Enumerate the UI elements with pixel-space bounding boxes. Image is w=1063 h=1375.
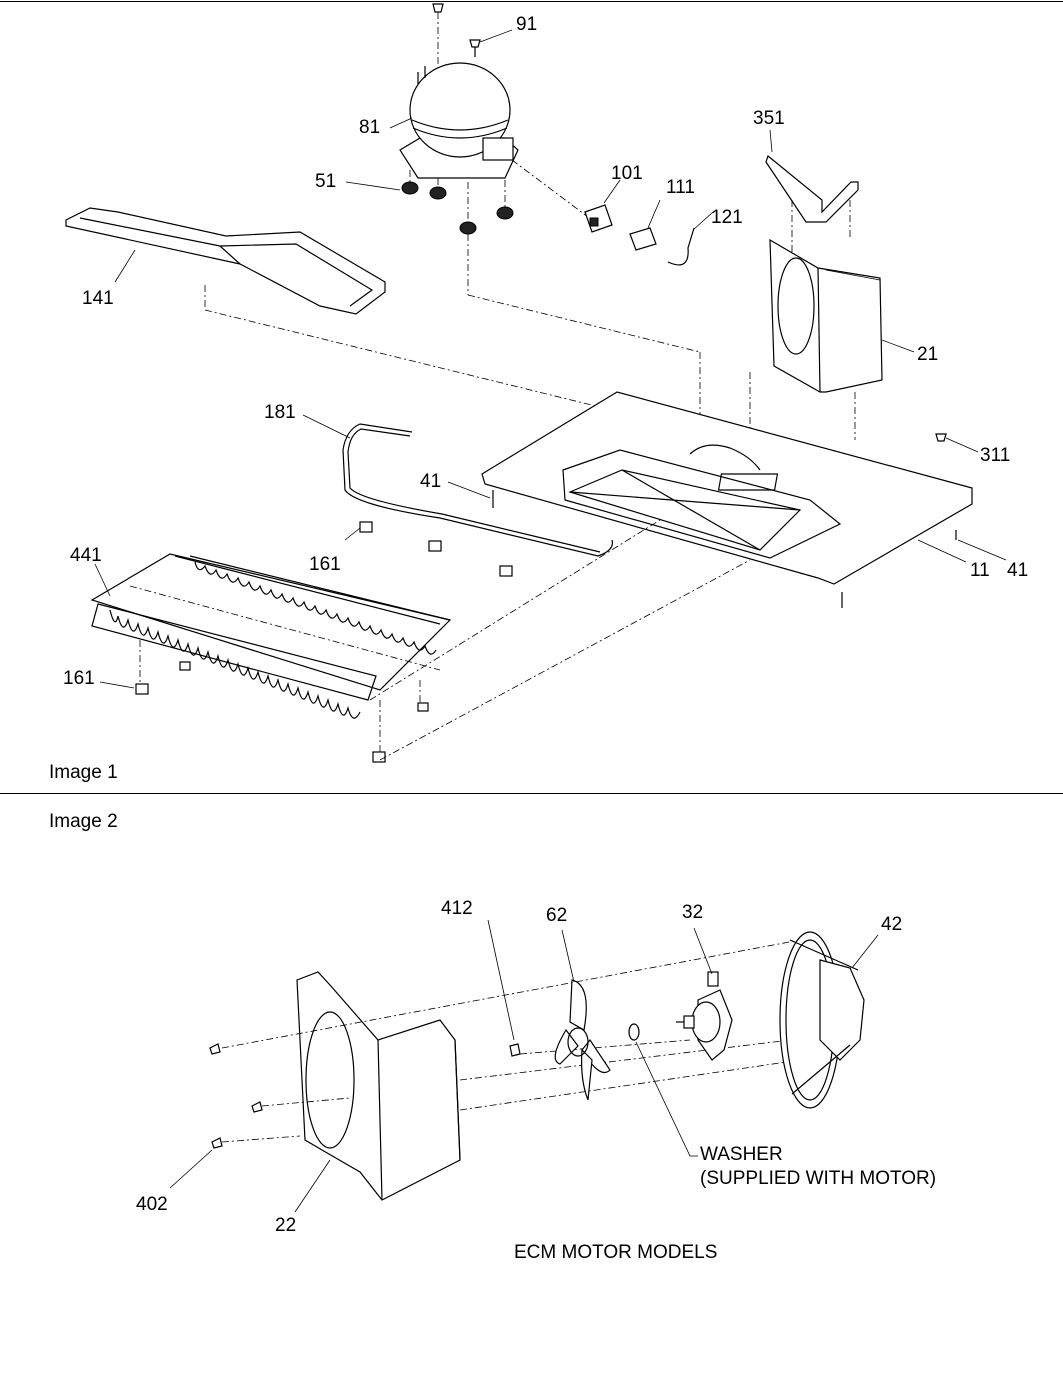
fan-shroud-21-part <box>769 238 883 393</box>
callout-21: 21 <box>917 344 939 365</box>
callout-121: 121 <box>711 207 743 228</box>
washer-note: WASHER (SUPPLIED WITH MOTOR) <box>700 1144 937 1189</box>
callout-41-top: 41 <box>420 471 442 492</box>
callout-181: 181 <box>264 402 296 423</box>
compressor-81-part <box>399 62 519 179</box>
image2-drawing <box>169 919 879 1213</box>
callout-41-right: 41 <box>1007 560 1029 581</box>
image1-drawing <box>65 3 1007 763</box>
ecm-motor-models-caption: ECM MOTOR MODELS <box>514 1242 718 1263</box>
top-border <box>0 1 1063 2</box>
callout-412: 412 <box>441 898 473 919</box>
callout-22: 22 <box>275 1215 297 1236</box>
fan-blade-62-part <box>554 979 611 1101</box>
callout-91: 91 <box>516 14 538 35</box>
grommets-51-part <box>401 181 514 235</box>
callout-161-top: 161 <box>309 554 341 575</box>
screw-91-part <box>469 39 481 57</box>
drain-pan-141-part <box>65 207 386 315</box>
callout-402: 402 <box>136 1194 168 1215</box>
callout-11: 11 <box>970 560 990 581</box>
clip-121-part <box>667 227 695 266</box>
callout-111: 111 <box>666 177 695 198</box>
condenser-441-part <box>90 553 452 719</box>
clips-161-part <box>135 521 513 763</box>
base-plate-11-part <box>481 391 973 585</box>
callout-441: 441 <box>70 545 102 566</box>
callout-32: 32 <box>682 902 704 923</box>
screws-402-part <box>209 1043 263 1149</box>
callout-161-bottom: 161 <box>63 668 95 689</box>
overload-111-part <box>629 227 657 251</box>
callout-351: 351 <box>753 108 785 129</box>
panel-label-image2: Image 2 <box>49 811 118 832</box>
callout-42: 42 <box>881 914 903 935</box>
panel-divider <box>0 793 1063 794</box>
callout-81: 81 <box>359 117 381 138</box>
callout-101: 101 <box>611 163 643 184</box>
callout-62: 62 <box>546 905 568 926</box>
motor-32-part <box>676 971 733 1061</box>
fan-housing-42-part <box>779 931 865 1109</box>
callout-51: 51 <box>315 171 337 192</box>
callout-141: 141 <box>82 288 114 309</box>
fan-shroud-22-part <box>296 971 461 1201</box>
relay-101-part <box>584 204 613 233</box>
bracket-351-part <box>765 154 859 223</box>
callout-311: 311 <box>980 445 1011 466</box>
tube-181-part <box>342 423 614 557</box>
panel-label-image1: Image 1 <box>49 762 118 783</box>
